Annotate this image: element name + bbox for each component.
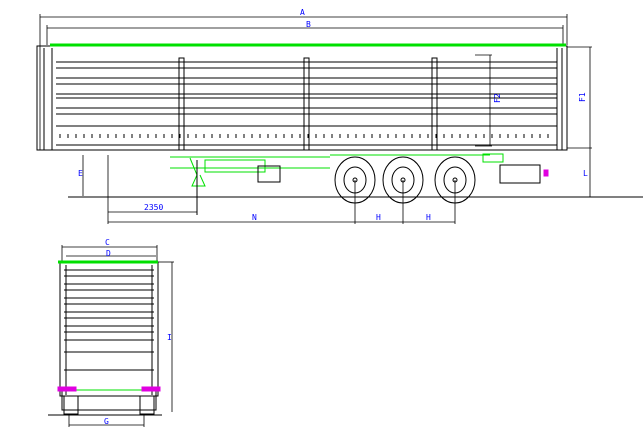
front-view: C D I G [48, 238, 174, 427]
label-g: G [104, 417, 109, 426]
landing-leg [189, 157, 206, 187]
rear-light [543, 169, 549, 177]
dimension-i: I [158, 261, 174, 412]
label-i: I [167, 333, 172, 342]
label-a: A [300, 8, 305, 17]
dimension-a: A [39, 8, 568, 150]
body-post [178, 57, 185, 151]
wheels [334, 156, 476, 204]
front-light-right [141, 386, 161, 392]
dimension-f1: F1 [567, 46, 592, 149]
dimension-l: L [583, 148, 591, 197]
trailer-body [36, 43, 568, 151]
dimension-e: E [78, 155, 84, 196]
wheel-left [63, 395, 79, 415]
dimension-b: B [46, 20, 564, 45]
label-f1: F1 [578, 92, 587, 102]
front-body [59, 261, 159, 397]
label-n: N [252, 213, 257, 222]
dimension-d: D [66, 249, 156, 258]
dimension-f2: F2 [475, 54, 502, 147]
label-b: B [306, 20, 311, 29]
side-view: A B [36, 8, 643, 224]
chassis [170, 153, 549, 215]
label-e: E [78, 169, 83, 178]
front-light-left [57, 386, 77, 392]
label-2350: 2350 [144, 203, 163, 212]
dimension-n: N [108, 180, 356, 224]
dimension-h: H H [355, 180, 456, 224]
label-h1: H [376, 213, 381, 222]
label-f2: F2 [493, 93, 502, 103]
body-post [303, 57, 310, 151]
dimension-g: G [68, 415, 145, 427]
body-post [431, 57, 438, 151]
dimension-2350: 2350 [107, 155, 197, 224]
label-h2: H [426, 213, 431, 222]
side-box [499, 164, 541, 184]
label-d: D [106, 249, 111, 258]
dimension-c: C [61, 238, 158, 262]
label-l: L [583, 169, 588, 178]
label-c: C [105, 238, 110, 247]
wheel-right [139, 395, 155, 415]
